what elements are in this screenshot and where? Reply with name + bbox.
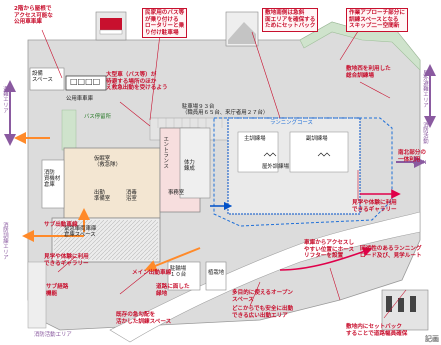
annotation-green-road: 道路に面した 緑地 [156, 284, 190, 297]
annotation-bus-rotary: 民家用のバス等 が乗り付ける ロータリーと乗 り付け駐車場 [142, 8, 188, 39]
access-arrow-curve [279, 247, 373, 271]
tree-area [205, 261, 227, 291]
label-bus-stop: バス停留所 [84, 114, 111, 120]
side-label-bottom: 消防活動エリア [34, 332, 72, 338]
bicycle-parking [167, 261, 201, 291]
newspaper-logo: 記画 [425, 335, 439, 343]
label-training-sub2: 副訓練場 [306, 136, 328, 142]
label-equipment: 設備 スペース [32, 71, 53, 84]
left-lower-area [27, 261, 47, 329]
annotation-top-left: 2階から屋根で アクセス可能な 公用車車庫 [14, 6, 53, 26]
side-label-left-top: 避難エリア [2, 86, 8, 113]
label-sub-parking: 駐輪場 １０台 [170, 266, 187, 279]
annotation-one-way: 南北部分の 一体利用 [398, 150, 426, 163]
green-strip-left [61, 109, 77, 151]
annotation-running-loop: 回遊性のあるランニング ロード及び、見学ルート [360, 246, 422, 259]
label-tree-area: 植栽地 [208, 270, 225, 276]
label-sleeping: 仮眠室 （救急隊） [94, 156, 121, 169]
annotation-setback-fire: サブ出動車線 [44, 222, 78, 228]
label-meeting: 事務室 [168, 190, 185, 196]
annotation-gallery: 見学や体験に利用 できるギャラリー [352, 200, 397, 213]
sub-route-arrow [144, 247, 201, 272]
label-disposal: 消防 資機材 倉庫 [44, 170, 61, 189]
leader-lines [41, 27, 407, 319]
running-course-path [213, 117, 393, 227]
training-sub1 [237, 131, 279, 173]
side-label-left-bottom: 消防訓練エリア [2, 222, 8, 260]
training-sub2 [289, 131, 349, 173]
annotation-main-route: メイン出動車線 [132, 270, 172, 276]
annotation-hose-tower: 車庫からアクセスし やすい位置にホース リフターを設置 [304, 240, 355, 260]
bus-photo-vehicle [100, 18, 122, 30]
label-training-sub1: 主訓練場 [244, 136, 266, 142]
side-label-right-top: 屋外避難エリア [422, 70, 428, 108]
label-training-main: 屋外訓練場 [262, 164, 289, 170]
annotation-slope-training: 既存の急勾配を 活かした訓練スペース [116, 312, 172, 325]
annotation-setback-bottom: 敷地内にセットバック することで道路幅員確保 [346, 324, 408, 337]
rooftop-sign-box [65, 75, 107, 91]
annotation-sub-route: サブ経路 機能 [46, 284, 69, 297]
annotation-setback-top: 敷地南側は急斜 面エリアを確保する ためにセットバック [262, 8, 319, 32]
annotation-access-slope: 作業アプローチ部分に 訓練スペースとなる スキップ二ー空間新 [346, 8, 408, 32]
disposal-store [41, 159, 65, 209]
access-road [109, 211, 421, 343]
annotation-lobby: 見学や体験に利用 できるギャラリー [44, 254, 89, 267]
label-running-course: ランニングコース [270, 120, 313, 126]
rooftop-sign: □□□□ [70, 77, 101, 86]
label-shelter-parking: 公用車車庫 [66, 96, 93, 102]
label-foyer: エントランス [162, 136, 169, 169]
label-office: 出勤 準備室 [94, 190, 111, 203]
annotation-new-road: 敷地西を利用した 総合訓練場 [346, 66, 391, 79]
annotation-sky-bus: 大型車（バス等）が 待避する場所のほか え救急出動を受けるよう [106, 72, 168, 92]
main-building [63, 147, 161, 219]
label-bath: 消毒 浴室 [126, 190, 137, 203]
label-parking: 駐車場９３台 （職員用６５台、来庁者用２７台） [182, 104, 269, 117]
equipment-space [29, 67, 65, 91]
gym-block [179, 127, 211, 199]
annotation-open-space: 多目的に使えるオープン スペース [232, 290, 294, 303]
annotation-safe-area: どこからでも安全に出動 できる広い出動エリア [232, 306, 294, 319]
label-gym: 体力 錬成 [184, 160, 195, 173]
label-dispatch-area: 緊急車両車庫 倉庫スペース [64, 226, 97, 239]
side-label-right-mid: 消防活動 [422, 122, 428, 144]
